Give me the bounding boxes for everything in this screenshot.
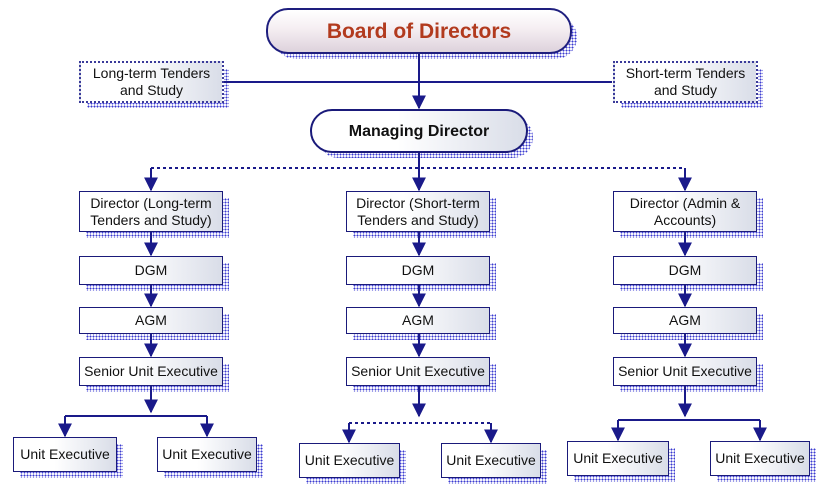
unit-executive-label: Unit Executive (446, 452, 536, 468)
unit-executive-box-1a: Unit Executive (13, 437, 123, 478)
unit-executive-box-1b: Unit Executive (157, 437, 263, 478)
agm-box-3: AGM (613, 307, 763, 340)
senior-unit-executive-label: Senior Unit Executive (351, 363, 485, 379)
long-term-tenders-box: Long-term Tenders and Study (79, 61, 229, 108)
senior-unit-executive-box-1: Senior Unit Executive (79, 357, 229, 392)
agm-label: AGM (669, 312, 701, 328)
managing-director-box: Managing Director (310, 109, 533, 158)
dgm-box-3: DGM (613, 256, 763, 291)
dgm-box-1: DGM (79, 256, 229, 291)
director-label: Director (Short-term Tenders and Study) (356, 194, 480, 228)
director-label: Director (Admin & Accounts) (629, 194, 741, 228)
unit-executive-label: Unit Executive (573, 450, 663, 466)
board-of-directors-label: Board of Directors (326, 19, 512, 43)
dgm-box-2: DGM (346, 256, 496, 291)
senior-unit-executive-label: Senior Unit Executive (618, 363, 752, 379)
dgm-label: DGM (668, 262, 702, 278)
unit-executive-box-2b: Unit Executive (441, 443, 547, 484)
short-term-tenders-box: Short-term Tenders and Study (613, 61, 763, 108)
agm-box-2: AGM (346, 307, 496, 340)
unit-executive-label: Unit Executive (304, 452, 395, 468)
senior-unit-executive-box-3: Senior Unit Executive (613, 357, 763, 392)
agm-box-1: AGM (79, 307, 229, 340)
senior-unit-executive-box-2: Senior Unit Executive (346, 357, 496, 392)
unit-executive-label: Unit Executive (162, 446, 252, 462)
director-long-term-box: Director (Long-term Tenders and Study) (79, 191, 229, 238)
managing-director-label: Managing Director (348, 122, 490, 140)
unit-executive-box-2a: Unit Executive (299, 443, 406, 484)
unit-executive-label: Unit Executive (20, 446, 110, 462)
director-short-term-box: Director (Short-term Tenders and Study) (346, 191, 496, 238)
dgm-label: DGM (401, 262, 435, 278)
unit-executive-box-3a: Unit Executive (567, 441, 675, 482)
unit-executive-box-3b: Unit Executive (710, 441, 816, 482)
board-of-directors-box: Board of Directors (266, 8, 577, 59)
senior-unit-executive-label: Senior Unit Executive (84, 363, 218, 379)
agm-label: AGM (402, 312, 434, 328)
director-admin-accounts-box: Director (Admin & Accounts) (613, 191, 763, 238)
dgm-label: DGM (134, 262, 168, 278)
short-term-tenders-label: Short-term Tenders and Study (625, 65, 746, 98)
unit-executive-label: Unit Executive (715, 450, 805, 466)
long-term-tenders-label: Long-term Tenders and Study (92, 65, 211, 98)
agm-label: AGM (135, 312, 167, 328)
director-label: Director (Long-term Tenders and Study) (90, 194, 212, 228)
